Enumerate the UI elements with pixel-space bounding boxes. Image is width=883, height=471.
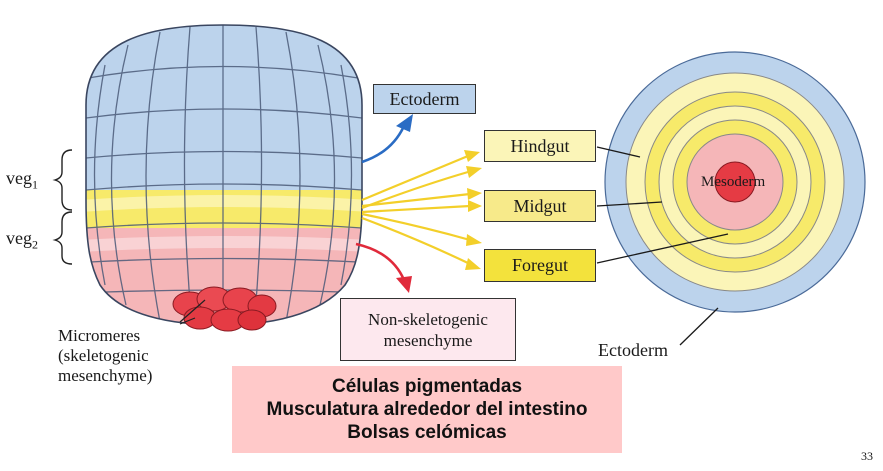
midgut-arrow-2 xyxy=(361,204,471,214)
micromeres-cluster xyxy=(172,286,277,332)
fate-target-diagram xyxy=(604,51,866,313)
hindgut-arrow-1 xyxy=(361,154,469,202)
ectoderm-box: Ectoderm xyxy=(373,84,476,114)
veg-brackets xyxy=(52,149,73,265)
foregut-box: Foregut xyxy=(484,249,596,282)
hindgut-arrow-2 xyxy=(361,170,469,210)
midgut-box: Midgut xyxy=(484,190,596,222)
micromeres-pointer-1 xyxy=(179,299,206,323)
ectoderm-target-label: Ectoderm xyxy=(598,340,668,360)
fates-box: Células pigmentadas Musculatura alrededo… xyxy=(232,366,622,453)
nonskeletogenic-arrowhead xyxy=(396,276,412,293)
ectoderm-arrow xyxy=(361,125,406,164)
embryo-outline xyxy=(85,24,363,326)
cell-boundaries xyxy=(86,25,362,325)
micromeres-pointer-2 xyxy=(179,317,196,325)
foregut-arrow-2 xyxy=(361,216,471,265)
veg1-highlight xyxy=(86,195,362,212)
veg2-bracket xyxy=(52,211,73,265)
fates-line-3: Bolsas celómicas xyxy=(347,422,507,443)
nonskeletogenic-arrow xyxy=(355,242,406,281)
mesoderm-label: Mesoderm xyxy=(701,174,766,190)
ring-pointer-lines xyxy=(596,146,729,346)
veg2-label: veg2 xyxy=(6,228,38,252)
micromeres-label: Micromeres (skeletogenic mesenchyme) xyxy=(58,326,153,385)
fate-arrows xyxy=(179,114,482,325)
veg1-bracket xyxy=(52,149,73,211)
page-number: 33 xyxy=(861,449,873,463)
micromere-center xyxy=(714,161,756,203)
ectoderm-arrowhead xyxy=(396,114,413,132)
animal-hemisphere-region xyxy=(86,25,362,195)
nonskeletogenic-box: Non-skeletogenic mesenchyme xyxy=(340,298,516,361)
embryo xyxy=(85,24,363,332)
fates-line-1: Células pigmentadas xyxy=(331,376,523,397)
hindgut-box: Hindgut xyxy=(484,130,596,162)
veg1-label: veg1 xyxy=(6,168,38,192)
midgut-arrow-1 xyxy=(361,192,471,208)
foregut-arrow-1 xyxy=(361,212,471,242)
fates-line-2: Musculatura alrededor del intestino xyxy=(266,399,588,420)
